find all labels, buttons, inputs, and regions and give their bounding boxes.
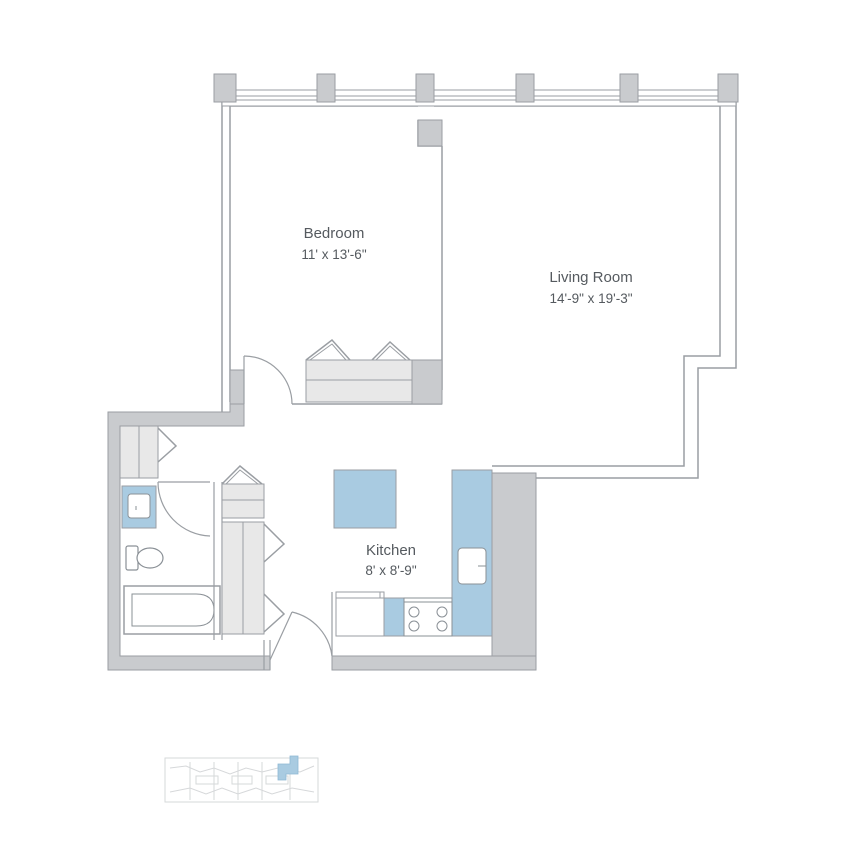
toilet xyxy=(125,545,164,571)
bath-closet xyxy=(119,425,178,479)
hall-closets xyxy=(221,464,286,635)
key-plan-highlight xyxy=(277,755,299,781)
stove xyxy=(403,597,453,637)
window-band xyxy=(221,89,737,107)
entry-door xyxy=(269,611,333,661)
key-plan xyxy=(164,755,319,803)
bedroom-wall-block xyxy=(229,359,443,405)
bath-door xyxy=(157,481,211,537)
kitchen-counters xyxy=(335,469,493,637)
bedroom-closet xyxy=(305,338,413,403)
living-room-label: Living Room 14'-9" x 19'-3" xyxy=(549,269,632,306)
window-columns xyxy=(213,73,739,147)
bedroom-dimensions: 11' x 13'-6" xyxy=(301,247,366,262)
outline-walls xyxy=(221,82,737,479)
kitchen-name: Kitchen xyxy=(366,542,416,559)
bedroom-label: Bedroom 11' x 13'-6" xyxy=(301,225,366,262)
living-room-dimensions: 14'-9" x 19'-3" xyxy=(549,291,632,306)
living-room-name: Living Room xyxy=(549,269,632,286)
bedroom-door xyxy=(243,355,293,405)
kitchen-island xyxy=(333,469,397,529)
kitchen-dimensions: 8' x 8'-9" xyxy=(365,563,416,578)
kitchen-label: Kitchen 8' x 8'-9" xyxy=(365,542,416,578)
bedroom-name: Bedroom xyxy=(304,225,365,242)
bath-sink xyxy=(121,485,157,529)
bathtub xyxy=(123,585,221,635)
